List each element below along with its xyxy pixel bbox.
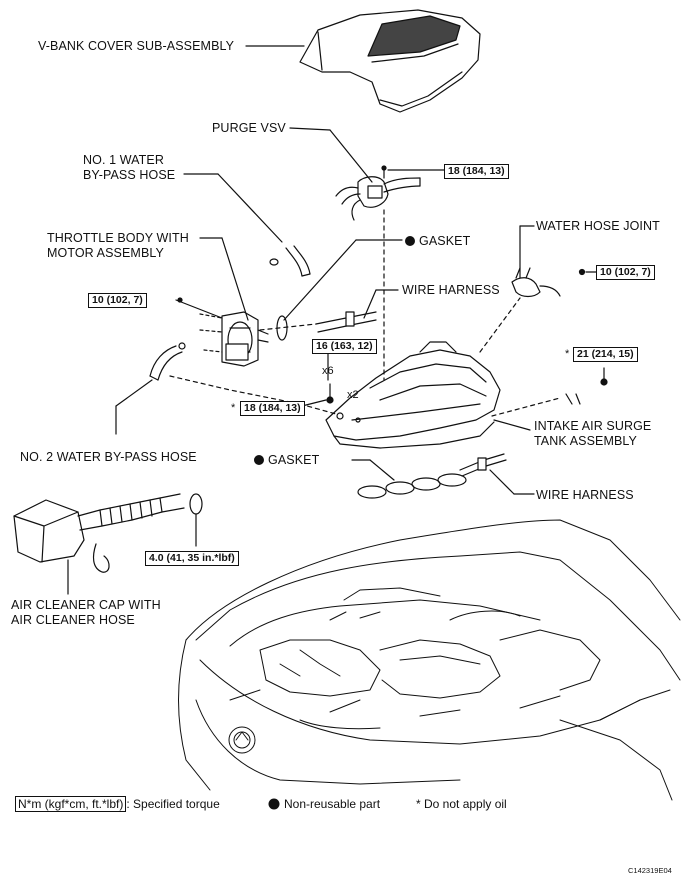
no2-water-hose-label: NO. 2 WATER BY-PASS HOSE <box>20 450 197 464</box>
non-reusable-dot-icon <box>254 455 264 465</box>
intake-surge-tank-leader <box>493 419 531 431</box>
no1-water-hose-drawing <box>269 245 311 277</box>
assembly-guide-lines <box>259 209 561 417</box>
v-bank-cover-drawing <box>299 9 481 113</box>
surge-tank-torque-21: 21 (214, 15) <box>573 347 638 362</box>
v-bank-cover-label: V-BANK COVER SUB-ASSEMBLY <box>38 39 235 53</box>
wire-harness-top-drawing <box>315 311 377 333</box>
legend-no-oil: * Do not apply oil <box>416 797 507 811</box>
legend-unit-desc: : Specified torque <box>126 797 220 811</box>
purge-vsv-leader <box>289 127 331 131</box>
intake-gasket-drawing <box>357 473 467 499</box>
throttle-label-2: MOTOR ASSEMBLY <box>47 246 164 260</box>
gasket-top-text: GASKET <box>419 234 471 248</box>
purge-vsv-drawing <box>335 165 421 221</box>
figure-code: C142319E04 <box>628 866 672 875</box>
air-cleaner-torque: 4.0 (41, 35 in.*lbf) <box>145 551 239 566</box>
wire-harness-bottom-drawing <box>459 453 507 477</box>
intake-surge-tank-drawing <box>325 341 501 449</box>
non-reusable-dot-icon <box>405 236 415 246</box>
filled-circle-icon <box>268 798 280 810</box>
intake-surge-tank-label-2: TANK ASSEMBLY <box>534 434 637 448</box>
water-hose-joint-drawing <box>511 267 586 298</box>
water-hose-joint-label: WATER HOSE JOINT <box>536 219 660 233</box>
surge-tank-torque-16: 16 (163, 12) <box>312 339 377 354</box>
intake-surge-tank-label-1: INTAKE AIR SURGE <box>534 419 652 433</box>
surge-tank-torque-18: 18 (184, 13) <box>240 401 305 416</box>
purge-vsv-label: PURGE VSV <box>212 121 286 135</box>
wire-harness-bottom-label: WIRE HARNESS <box>536 488 634 502</box>
no2-water-hose-drawing <box>149 345 183 381</box>
surge-tank-bolts <box>326 367 608 405</box>
no1-water-hose-label-1: NO. 1 WATER <box>83 153 164 167</box>
legend-non-reusable: Non-reusable part <box>284 797 381 811</box>
wire-harness-top-label: WIRE HARNESS <box>402 283 500 297</box>
gasket-bottom-label: GASKET <box>254 453 319 468</box>
purge-vsv-torque: 18 (184, 13) <box>444 164 509 179</box>
throttle-torque: 10 (102, 7) <box>88 293 147 308</box>
throttle-label-1: THROTTLE BODY WITH <box>47 231 189 245</box>
no1-water-hose-label-2: BY-PASS HOSE <box>83 168 176 182</box>
water-joint-torque: 10 (102, 7) <box>596 265 655 280</box>
bolt-count-x2: x2 <box>347 389 359 401</box>
gasket-top-label: GASKET <box>405 234 470 249</box>
gasket-bottom-text: GASKET <box>268 453 320 467</box>
air-cleaner-label-2: AIR CLEANER HOSE <box>11 613 135 627</box>
legend-unit: N*m (kgf*cm, ft.*lbf) <box>15 796 127 812</box>
air-cleaner-label-1: AIR CLEANER CAP WITH <box>11 598 161 612</box>
torque-18-leader <box>301 399 327 407</box>
throttle-body-drawing <box>178 311 269 367</box>
bolt-count-x6: x6 <box>322 365 334 377</box>
no-oil-mark-21: * <box>565 348 570 360</box>
air-cleaner-drawing <box>13 493 203 573</box>
no-oil-mark-18: * <box>231 402 236 414</box>
throttle-torque-leader <box>175 299 223 319</box>
vehicle-engine-bay-drawing <box>178 519 681 801</box>
legend-torque: N*m (kgf*cm, ft.*lbf): Specified torque <box>15 796 220 812</box>
